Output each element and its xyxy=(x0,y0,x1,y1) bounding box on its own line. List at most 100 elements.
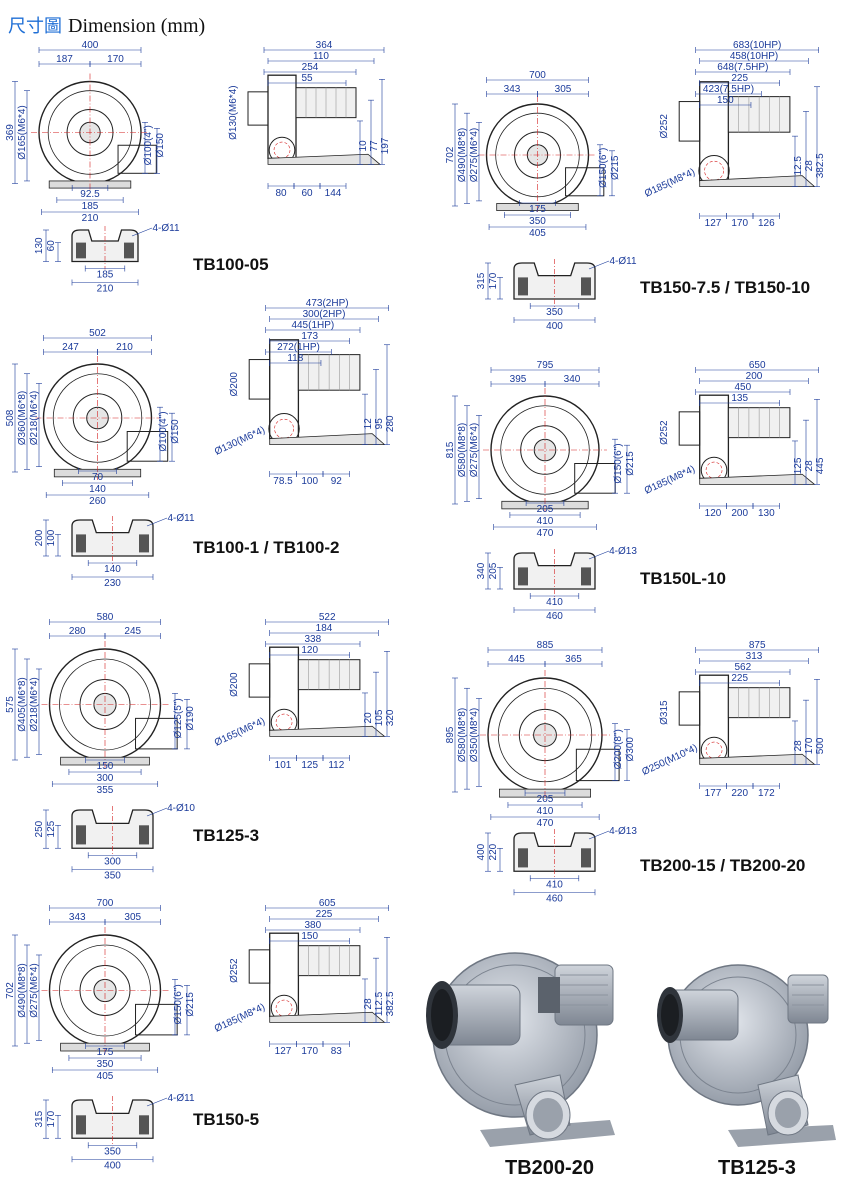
dim-side-top-3: 225 xyxy=(731,73,748,84)
dim-base-bottom-0: 410 xyxy=(546,879,563,890)
dim-side-top-0: 473(2HP) xyxy=(306,298,349,309)
dim-side-right-2: 382.5 xyxy=(815,153,826,178)
page-title-en: Dimension (mm) xyxy=(68,15,206,37)
photo-label-tb200-20: TB200-20 xyxy=(505,1157,594,1179)
dim-side-right-1: 77 xyxy=(369,140,380,152)
dim-front-bottom-0: 175 xyxy=(529,204,546,215)
dim-side-left-0: Ø200 xyxy=(229,372,240,397)
dim-base-left-1: 205 xyxy=(488,562,499,579)
dim-front-bottom-1: 140 xyxy=(89,484,106,495)
dim-front-right-1: Ø215 xyxy=(610,155,621,180)
dim-base-left-0: 200 xyxy=(34,529,45,546)
dim-front-bottom-0: 205 xyxy=(537,794,554,805)
dim-side-left-0: Ø252 xyxy=(659,420,670,445)
dim-side-top-2: 380 xyxy=(305,920,322,931)
dim-side-right-1: 95 xyxy=(374,418,385,430)
side-view-tb100-1-2: 473(2HP)300(2HP)445(1HP)173272(1HP)118Ø2… xyxy=(213,298,396,487)
dim-front-right-0: Ø150(6") xyxy=(598,148,609,188)
dim-side-bottom-2: 92 xyxy=(331,476,343,487)
dim-side-right-0: 12.5 xyxy=(793,156,804,176)
dim-base-hole: 4-Ø13 xyxy=(609,826,637,837)
dim-front-top-2: 365 xyxy=(565,654,582,665)
dim-side-bottom-0: 101 xyxy=(275,760,292,771)
dim-side-left-1: Ø250(M10*4) xyxy=(640,743,699,778)
dim-front-top-2: 305 xyxy=(555,84,572,95)
dim-front-left-0: 895 xyxy=(445,726,456,743)
dim-base-bottom-1: 400 xyxy=(546,321,563,332)
dim-front-right-0: Ø150(6") xyxy=(173,984,184,1024)
dim-side-right-2: 280 xyxy=(385,415,396,432)
dim-side-top-1: 313 xyxy=(746,651,763,662)
dim-side-left-1: Ø185(M8*4) xyxy=(643,167,697,200)
dim-front-top-0: 502 xyxy=(89,328,106,339)
dim-base-left-0: 315 xyxy=(476,272,487,289)
dim-base-bottom-1: 460 xyxy=(546,611,563,622)
dim-front-right-0: Ø200(8") xyxy=(613,729,624,769)
dim-front-left-0: 508 xyxy=(5,409,16,426)
dim-front-right-0: Ø125(5") xyxy=(173,698,184,738)
dim-side-right-0: 12 xyxy=(363,418,374,430)
dim-base-left-0: 130 xyxy=(34,237,45,254)
dim-side-right-2: 382.5 xyxy=(385,991,396,1016)
dim-front-top-1: 395 xyxy=(510,374,527,385)
dim-side-right-1: 105 xyxy=(374,709,385,726)
dim-front-left-2: Ø275(M6*4) xyxy=(469,423,480,477)
model-label-tb100-1-2: TB100-1 / TB100-2 xyxy=(193,538,340,557)
dim-side-right-2: 500 xyxy=(815,737,826,754)
dim-front-bottom-2: 210 xyxy=(82,213,99,224)
dim-front-right-1: Ø300 xyxy=(625,737,636,762)
dim-side-bottom-2: 172 xyxy=(758,788,775,799)
dim-base-bottom-0: 185 xyxy=(97,270,114,281)
dim-side-bottom-1: 100 xyxy=(301,476,318,487)
dim-front-left-0: 815 xyxy=(445,441,456,458)
dim-front-right-1: Ø150 xyxy=(170,419,181,444)
dim-side-top-2: 445(1HP) xyxy=(291,320,334,331)
dim-base-left-0: 400 xyxy=(476,843,487,860)
dim-front-bottom-1: 350 xyxy=(529,216,546,227)
dim-side-left-0: Ø315 xyxy=(659,700,670,725)
dim-side-top-3: 225 xyxy=(731,673,748,684)
dim-side-bottom-1: 60 xyxy=(301,188,313,199)
side-view-tb150-7-10: 683(10HP)458(10HP)648(7.5HP)225423(7.5HP… xyxy=(643,40,826,229)
dim-base-left-0: 340 xyxy=(476,562,487,579)
model-label-tb150l-10: TB150L-10 xyxy=(640,569,726,588)
dim-side-top-1: 225 xyxy=(316,909,333,920)
dim-front-top-2: 245 xyxy=(124,626,141,637)
dim-front-bottom-0: 205 xyxy=(537,504,554,515)
dim-front-bottom-2: 405 xyxy=(97,1071,114,1082)
dim-side-top-0: 364 xyxy=(316,40,333,51)
dim-front-left-2: Ø275(M6*4) xyxy=(29,963,40,1017)
dim-side-bottom-1: 125 xyxy=(301,760,318,771)
dim-base-bottom-1: 230 xyxy=(104,578,121,589)
dim-side-right-1: 28 xyxy=(804,160,815,172)
dim-base-bottom-1: 460 xyxy=(546,893,563,904)
model-label-tb125-3: TB125-3 xyxy=(193,826,260,845)
dim-front-left-1: Ø405(M6*8) xyxy=(17,677,28,731)
dim-front-left-2: Ø218(M6*4) xyxy=(29,677,40,731)
dim-front-right-1: Ø190 xyxy=(185,706,196,731)
dim-base-hole: 4-Ø11 xyxy=(609,256,636,267)
dim-side-right-1: 28 xyxy=(804,460,815,472)
dim-base-hole: 4-Ø11 xyxy=(167,1093,194,1104)
dim-front-left-2: Ø218(M6*4) xyxy=(29,391,40,445)
dim-side-top-0: 650 xyxy=(749,360,766,371)
dim-side-top-5: 150 xyxy=(717,95,734,106)
dim-side-top-2: 254 xyxy=(302,62,319,73)
dim-side-bottom-0: 127 xyxy=(275,1046,292,1057)
dim-side-bottom-1: 200 xyxy=(731,508,748,519)
dim-side-top-3: 135 xyxy=(731,393,748,404)
dim-front-top-2: 305 xyxy=(124,912,141,923)
dim-side-top-2: 338 xyxy=(305,634,322,645)
dim-side-bottom-1: 170 xyxy=(301,1046,318,1057)
